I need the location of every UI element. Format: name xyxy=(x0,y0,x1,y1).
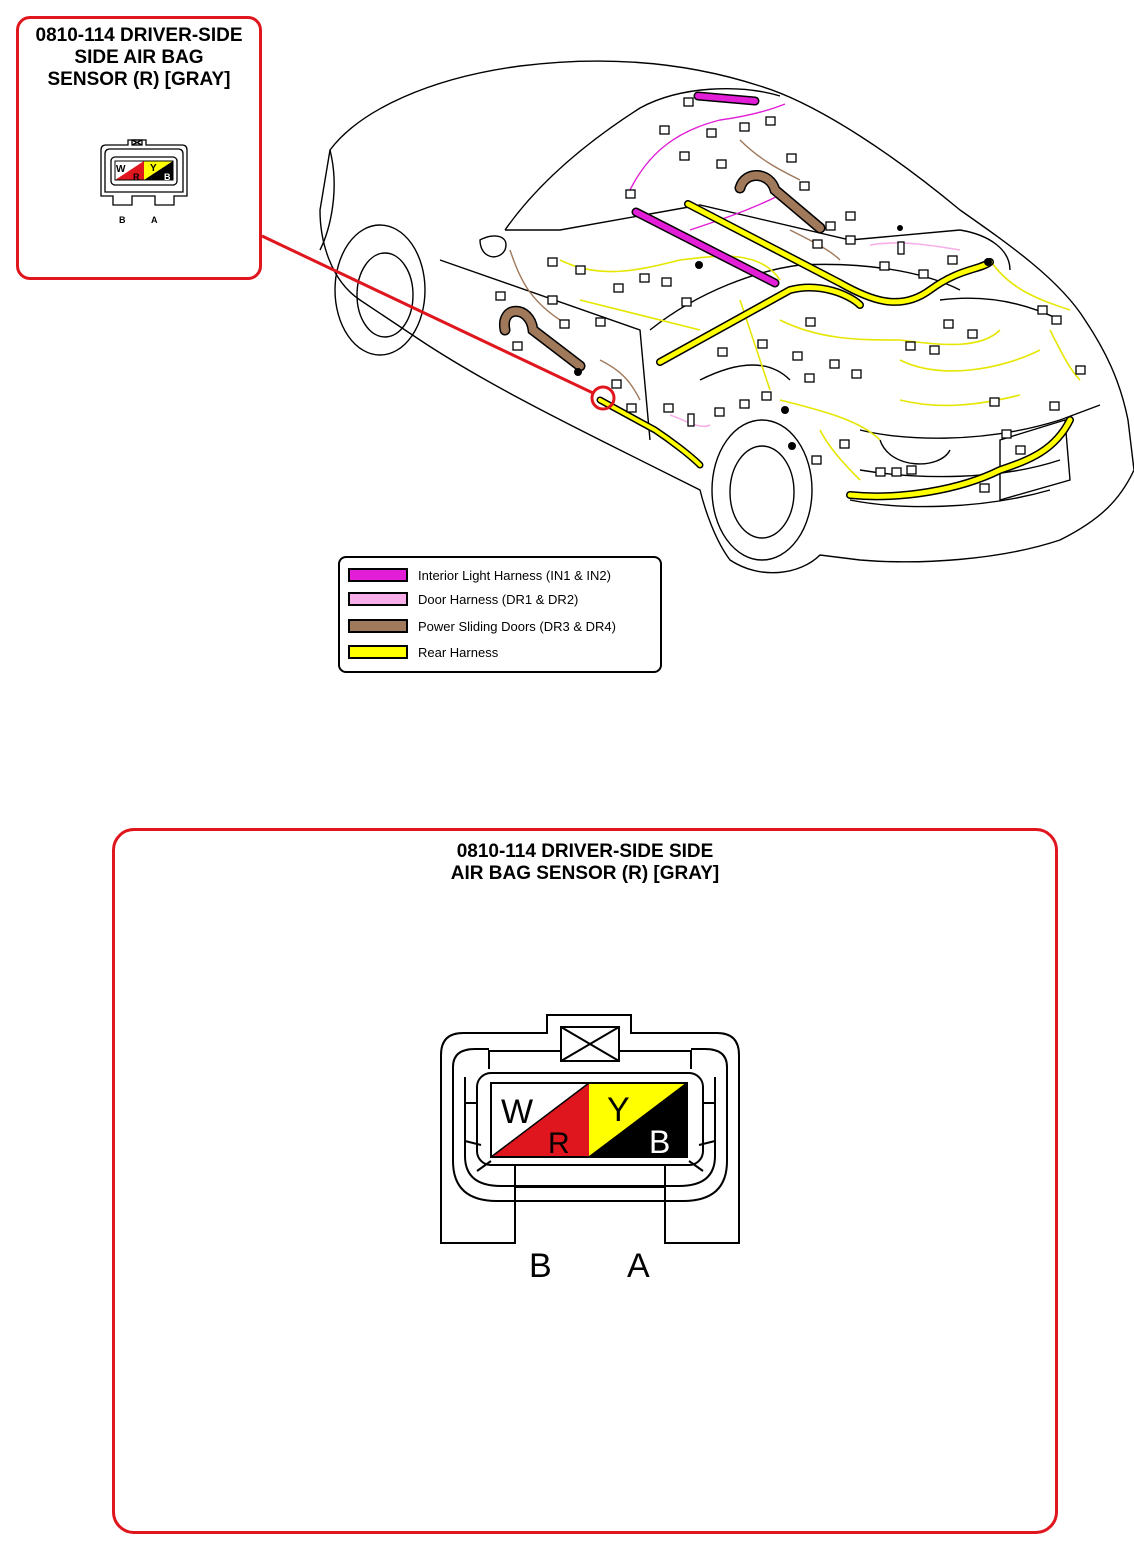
thumb-wire-code-y: Y xyxy=(150,163,157,174)
legend-swatch xyxy=(348,619,408,633)
wire-code-red: R xyxy=(548,1127,570,1160)
wire-code-yellow: Y xyxy=(607,1091,630,1129)
harness-trunks xyxy=(499,91,1074,501)
thumb-wire-code-w: W xyxy=(116,164,126,175)
legend-item-power-sliding-doors: Power Sliding Doors (DR3 & DR4) xyxy=(348,617,616,635)
connector-face-diagram: W R Y B B A xyxy=(440,1014,740,1281)
ground-points xyxy=(574,225,992,450)
thumb-pin-b: B xyxy=(119,215,126,225)
legend-label: Interior Light Harness (IN1 & IN2) xyxy=(418,567,611,583)
detail-title-line-2: AIR BAG SENSOR (R) [GRAY] xyxy=(450,863,720,884)
legend-item-interior-light: Interior Light Harness (IN1 & IN2) xyxy=(348,566,611,584)
sliding-door-branches xyxy=(509,139,841,401)
legend-label: Rear Harness xyxy=(418,644,499,660)
interior-light-branches xyxy=(629,103,786,231)
thumb-wire-code-r: R xyxy=(133,172,140,182)
legend-item-rear: Rear Harness xyxy=(348,643,498,661)
pin-label-b: B xyxy=(529,1247,552,1281)
thumb-wire-code-b: B xyxy=(164,172,171,182)
callout-title: 0810-114 DRIVER-SIDE SIDE AIR BAG SENSOR… xyxy=(19,25,259,91)
connector-callout: 0810-114 DRIVER-SIDE SIDE AIR BAG SENSOR… xyxy=(16,16,262,280)
thumb-pin-a: A xyxy=(151,215,158,225)
legend-label: Door Harness (DR1 & DR2) xyxy=(418,591,579,607)
detail-title-line-1: 0810-114 DRIVER-SIDE SIDE xyxy=(456,841,714,862)
vehicle-body-outline xyxy=(319,60,1134,574)
wire-code-black: B xyxy=(649,1124,670,1160)
legend-swatch xyxy=(348,645,408,659)
callout-title-line-1: 0810-114 DRIVER-SIDE xyxy=(35,25,243,46)
legend-item-door: Door Harness (DR1 & DR2) xyxy=(348,590,578,608)
harness-legend: Interior Light Harness (IN1 & IN2) Door … xyxy=(338,556,662,673)
connector-thumbnail: W R Y B B A xyxy=(100,139,188,225)
wire-code-white: W xyxy=(501,1093,533,1131)
connector-detail-panel: 0810-114 DRIVER-SIDE SIDE AIR BAG SENSOR… xyxy=(112,828,1058,1534)
legend-swatch xyxy=(348,592,408,606)
callout-leader-line xyxy=(261,234,594,395)
detail-title: 0810-114 DRIVER-SIDE SIDE AIR BAG SENSOR… xyxy=(115,841,1055,885)
pin-label-a: A xyxy=(627,1247,650,1281)
legend-swatch xyxy=(348,568,408,582)
vehicle-harness-illustration xyxy=(261,60,1134,574)
callout-title-line-3: SENSOR (R) [GRAY] xyxy=(47,69,231,90)
connector-blocks xyxy=(495,97,1086,493)
connector-location-marker xyxy=(590,385,616,411)
callout-title-line-2: SIDE AIR BAG xyxy=(74,47,204,68)
legend-label: Power Sliding Doors (DR3 & DR4) xyxy=(418,618,616,634)
rear-harness-branches xyxy=(559,255,1081,481)
